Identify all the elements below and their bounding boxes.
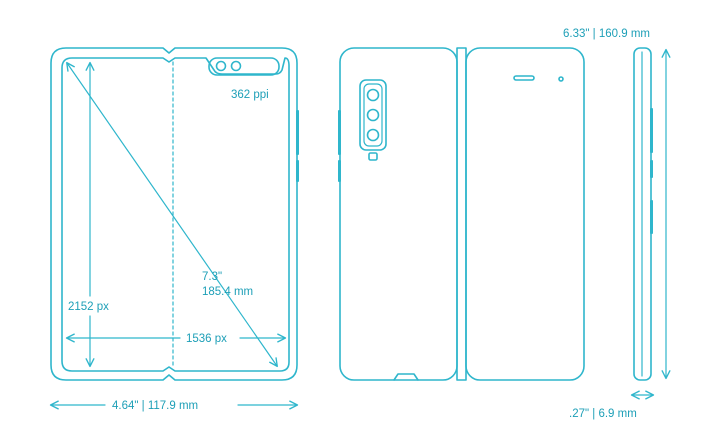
depth-dimension: .27" | 6.9 mm xyxy=(569,390,655,420)
back-camera-lens-3 xyxy=(366,128,380,142)
back-flash xyxy=(368,152,378,161)
diagonal-arrow xyxy=(66,61,278,368)
back-camera-module xyxy=(359,79,387,151)
height-dimension: 6.33" | 160.9 mm xyxy=(563,28,671,380)
ppi-label: 362 ppi xyxy=(231,89,269,101)
front-camera-cutout xyxy=(208,57,280,76)
front-camera-lens-1 xyxy=(215,60,227,72)
diagonal-inch-label: 7.3" xyxy=(202,271,222,283)
back-camera-module-inner xyxy=(363,83,383,147)
back-side-button-lower xyxy=(338,160,341,182)
cover-speaker-slot xyxy=(513,75,535,81)
diagonal-mm-label: 185.4 mm xyxy=(202,286,253,298)
front-side-button-lower xyxy=(296,160,299,182)
back-left-panel xyxy=(339,47,458,381)
back-side-button-upper xyxy=(338,110,341,155)
back-view xyxy=(338,47,585,381)
side-button-volume xyxy=(650,108,653,153)
front-outer-frame xyxy=(50,47,298,381)
width-dim-label: 4.64" | 117.9 mm xyxy=(112,400,198,412)
front-side-button-upper xyxy=(296,110,299,155)
back-camera-lens-2 xyxy=(366,108,380,122)
back-usb-port xyxy=(393,373,419,381)
side-view xyxy=(633,47,653,381)
height-dim-label: 6.33" | 160.9 mm xyxy=(563,28,650,40)
side-button-bixby xyxy=(650,160,653,178)
front-view: 362 ppi 7.3" 185.4 mm 2152 px 1536 px xyxy=(50,47,299,381)
side-button-power xyxy=(650,200,653,234)
back-camera-lens-1 xyxy=(366,88,380,102)
width-dimension: 4.64" | 117.9 mm xyxy=(49,400,299,412)
back-hinge xyxy=(456,47,467,381)
depth-dim-label: .27" | 6.9 mm xyxy=(569,408,637,420)
cover-front-camera xyxy=(558,76,564,82)
front-camera-lens-2 xyxy=(230,60,242,72)
height-px-label: 2152 px xyxy=(68,301,109,313)
back-right-panel xyxy=(465,47,585,381)
width-px-label: 1536 px xyxy=(186,333,227,345)
